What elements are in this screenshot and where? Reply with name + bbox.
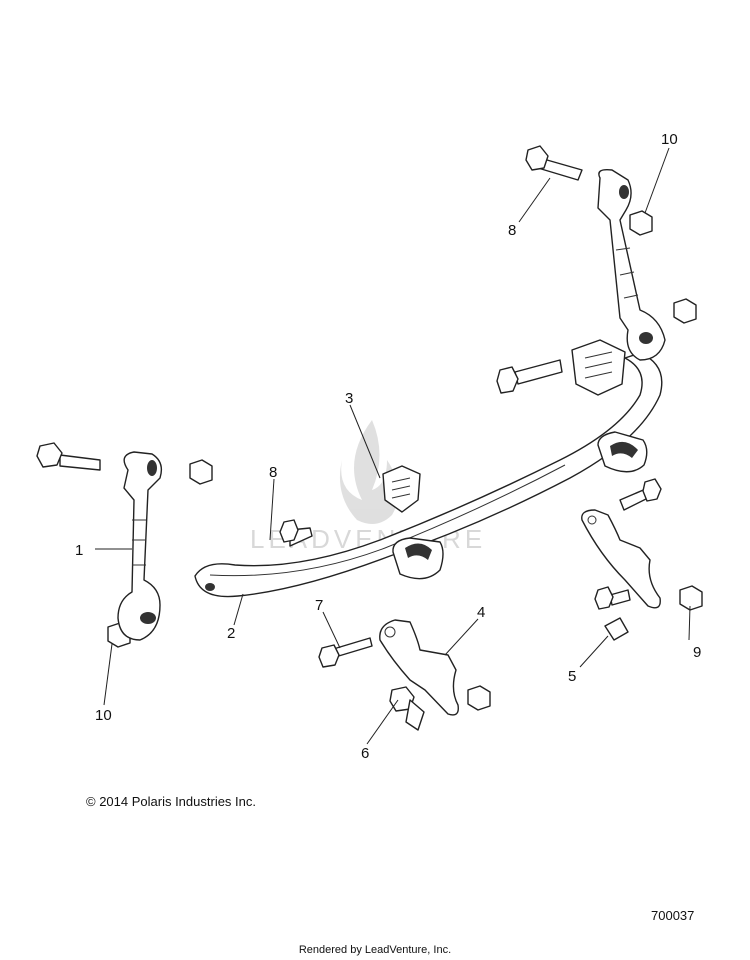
callout-10-top: 10 [661, 131, 678, 148]
copyright-notice: © 2014 Polaris Industries Inc. [86, 794, 256, 809]
callout-8-top: 8 [508, 222, 516, 239]
mount-bracket [379, 509, 661, 716]
callout-1: 1 [75, 542, 83, 559]
callout-5: 5 [568, 668, 576, 685]
bushing [382, 339, 626, 513]
bushing-clamp [392, 431, 648, 580]
callout-2: 2 [227, 625, 235, 642]
leader-lines [95, 147, 691, 745]
callout-8-center: 8 [269, 464, 277, 481]
watermark-flame-logo [339, 420, 399, 524]
callout-9: 9 [693, 644, 701, 661]
end-link [117, 168, 666, 641]
callout-labels: 1 2 3 4 5 6 7 8 8 9 10 10 [75, 131, 701, 762]
callout-3: 3 [345, 390, 353, 407]
callout-4: 4 [477, 604, 485, 621]
rendered-by-credit: Rendered by LeadVenture, Inc. [298, 944, 452, 956]
callout-10-left: 10 [95, 707, 112, 724]
figure-number: 700037 [651, 908, 695, 923]
bolt [36, 145, 662, 668]
callout-6: 6 [361, 745, 369, 762]
callout-7: 7 [315, 597, 323, 614]
